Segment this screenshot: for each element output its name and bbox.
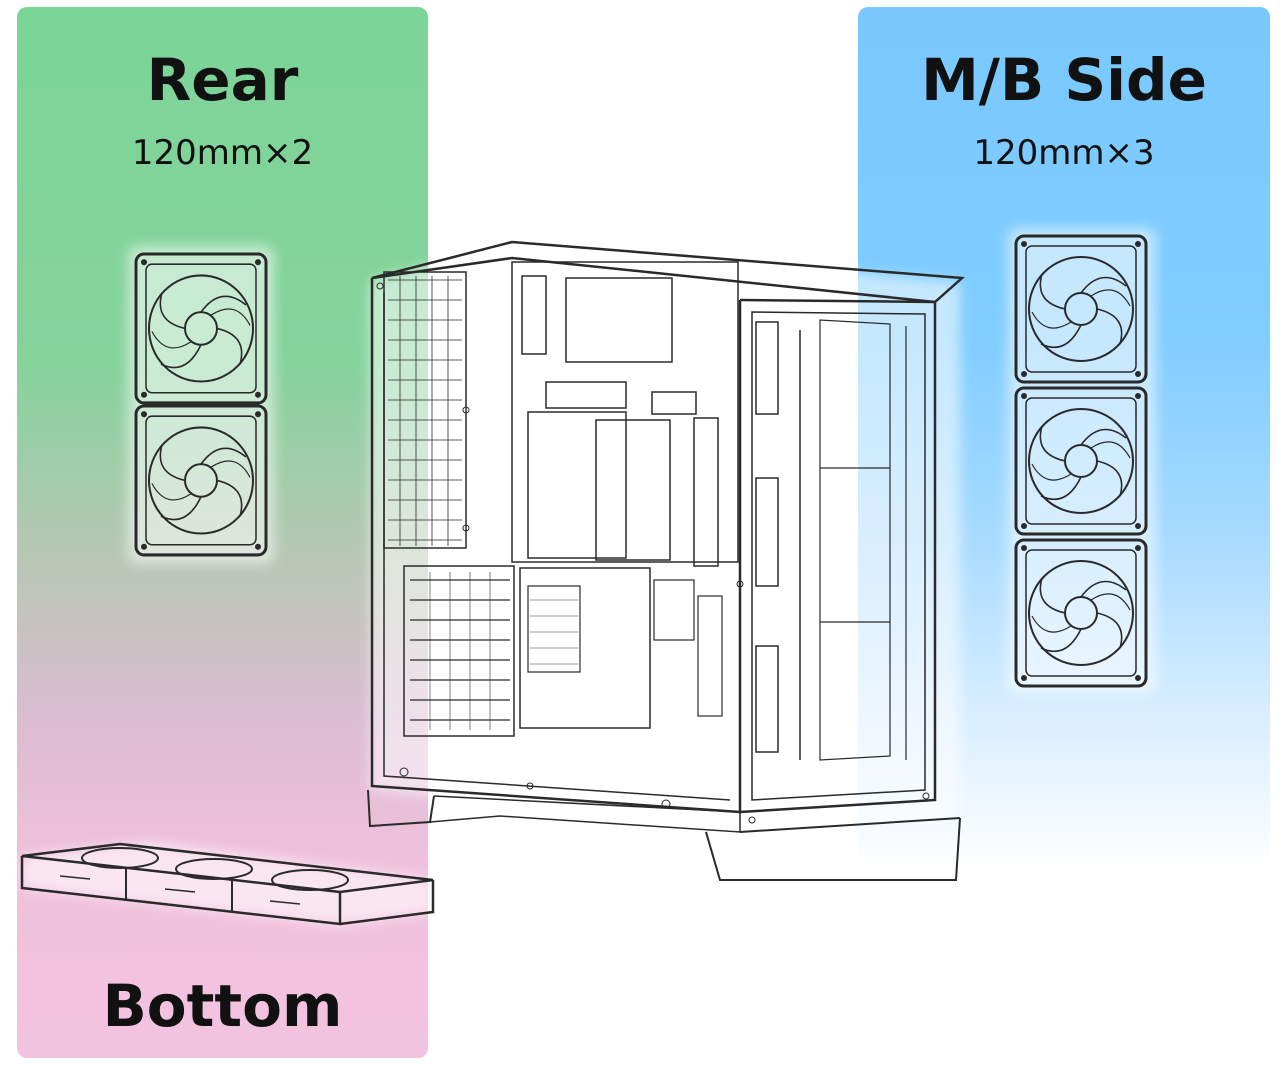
rear-title: Rear (146, 46, 299, 114)
rear-fans (128, 246, 274, 564)
rear-fan-size: 120mm×2 (131, 133, 314, 173)
pc-case-illustration (367, 240, 966, 881)
bottom-fans (20, 842, 435, 926)
mb-side-fan-size: 120mm×3 (973, 133, 1155, 173)
mb-side-title: M/B Side (921, 46, 1207, 114)
mb-side-fans (1008, 228, 1156, 694)
bottom-title: Bottom (102, 972, 343, 1040)
